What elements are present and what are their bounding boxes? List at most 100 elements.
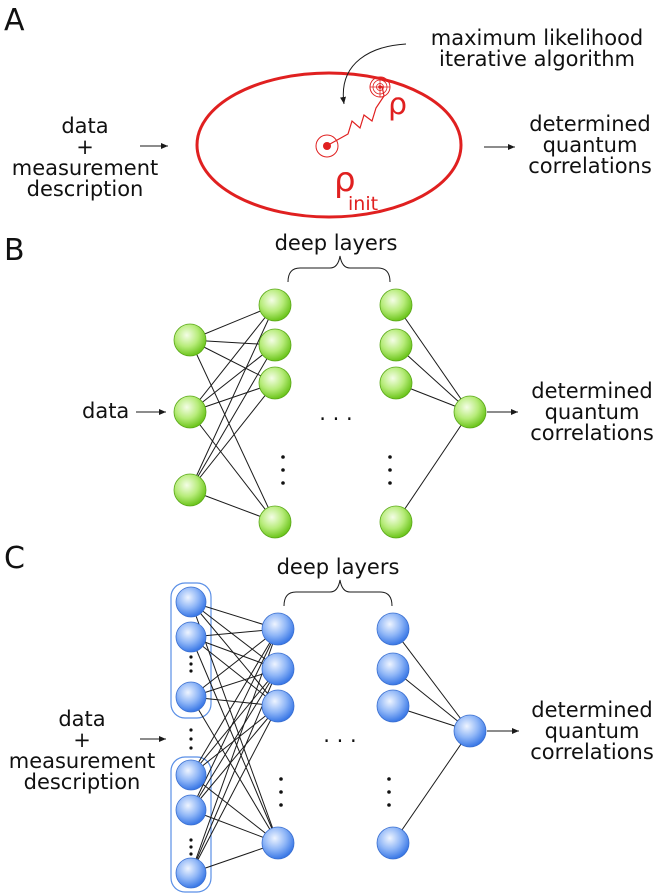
panel-c-edge [190, 705, 279, 874]
panel-b-edge [189, 344, 276, 491]
input-group-top [170, 582, 212, 719]
panel-c-hidden-node [261, 652, 295, 686]
panel-b-hidden-node [258, 288, 292, 322]
panel-c-deep-layers-label: deep layers [277, 555, 400, 579]
panel-c-input-label: data + measurement description [9, 707, 156, 794]
panel-b-hidden-node [379, 505, 413, 539]
panel-b-input-node [173, 395, 207, 429]
panel-c-edge [392, 730, 471, 844]
panel-c-edge [190, 668, 279, 776]
output-line-1: determined [531, 698, 653, 722]
panel-c-edge [190, 628, 279, 776]
state-space-ellipse [195, 71, 463, 219]
output-line-2: quantum [545, 719, 640, 743]
panel-b-edge [189, 304, 276, 413]
input-line-3: measurement [9, 749, 156, 773]
panel-c-edge [392, 628, 471, 732]
input-line-1: data [58, 707, 105, 731]
panel-b-deep-layers-brace [287, 255, 391, 283]
panel-b-input-node [173, 323, 207, 357]
panel-b-edge [189, 304, 276, 491]
output-line-3: correlations [530, 740, 654, 764]
rho-init-symbol: ρ [334, 160, 356, 200]
panel-c-output-label: determined quantum correlations [530, 698, 654, 764]
panel-c-output-node [453, 714, 487, 748]
panel-c: C deep layers data + measurement descrip… [4, 541, 654, 893]
panel-c-hidden-node [376, 652, 410, 686]
panel-c-input-node [175, 794, 207, 826]
panel-c-nodes [175, 586, 487, 889]
panel-b-hidden-node [258, 366, 292, 400]
output-line-1: determined [531, 379, 653, 403]
algo-line-1: maximum likelihood [431, 26, 644, 50]
iteration-path [329, 85, 385, 145]
panel-b-edge [395, 344, 471, 413]
panel-b-hidden-node [379, 328, 413, 362]
input-line-3: measurement [12, 156, 159, 180]
panel-c-edge [190, 601, 279, 670]
panel-b-edge [189, 339, 276, 523]
rho-final-marker [369, 76, 391, 98]
panel-c-edge [190, 601, 279, 707]
panel-a-letter: A [4, 3, 25, 38]
panel-c-hidden-node [376, 689, 410, 723]
panel-a-input-label: data + measurement description [12, 114, 159, 201]
panel-b-hidden-node [258, 505, 292, 539]
panel-a-algorithm-label: maximum likelihood iterative algorithm [431, 26, 644, 71]
panel-b-output-label: determined quantum correlations [530, 379, 654, 445]
panel-c-deep-layers-brace [283, 579, 393, 607]
panel-c-group-dots-bottom [189, 838, 193, 856]
panel-b-nodes [173, 288, 487, 539]
panel-a: A data + measurement description maximum… [4, 3, 652, 219]
panel-b-deep-layers-label: deep layers [275, 231, 398, 255]
panel-c-hidden-node [261, 689, 295, 723]
panel-b-edge [395, 411, 471, 523]
output-line-3: correlations [530, 421, 654, 445]
panel-c-edge [392, 668, 471, 732]
panel-c-edge [190, 705, 279, 811]
panel-b-input-label: data [82, 399, 129, 423]
panel-b-edge [395, 304, 471, 413]
panel-c-vertical-dots-left [279, 777, 283, 807]
panel-c-letter: C [4, 541, 25, 576]
panel-b-horizontal-dots: · · · [319, 407, 352, 431]
panel-c-input-node [175, 857, 207, 889]
panel-b-edge [189, 344, 276, 413]
output-line-2: quantum [545, 400, 640, 424]
panel-b-hidden-node [379, 288, 413, 322]
input-line-4: description [27, 177, 144, 201]
panel-c-input-node [175, 586, 207, 618]
panel-c-edge [190, 628, 279, 698]
input-line-2: + [76, 135, 94, 159]
input-line-2: + [73, 728, 91, 752]
panel-b-input-node [173, 473, 207, 507]
rho-init-marker [315, 134, 339, 158]
panel-b-letter: B [4, 233, 25, 268]
panel-a-output-label: determined quantum correlations [528, 112, 652, 178]
algo-line-2: iterative algorithm [439, 47, 635, 71]
panel-c-between-group-dots [189, 728, 193, 750]
panel-b-vertical-dots-left [281, 455, 285, 485]
panel-c-input-node [175, 759, 207, 791]
panel-b-output-node [453, 395, 487, 429]
output-line-2: quantum [543, 133, 638, 157]
panel-c-edge [190, 668, 279, 811]
rho-init-subscript: init [348, 193, 378, 215]
panel-c-edge [190, 705, 279, 776]
panel-c-edge [190, 636, 279, 707]
panel-b-edge [189, 411, 276, 523]
panel-c-input-node [175, 681, 207, 713]
panel-b-edge [189, 382, 276, 491]
panel-c-hidden-node [261, 826, 295, 860]
input-line-1: data [61, 114, 108, 138]
panel-c-vertical-dots-right [387, 777, 391, 807]
panel-b-hidden-node [379, 366, 413, 400]
panel-c-hidden-node [376, 826, 410, 860]
panel-c-input-node [175, 621, 207, 653]
panel-c-hidden-node [261, 612, 295, 646]
algorithm-pointer-arrow [340, 43, 407, 105]
panel-c-group-dots-top [189, 655, 193, 673]
input-line-4: description [24, 770, 141, 794]
rho-label: ρ [388, 87, 407, 122]
